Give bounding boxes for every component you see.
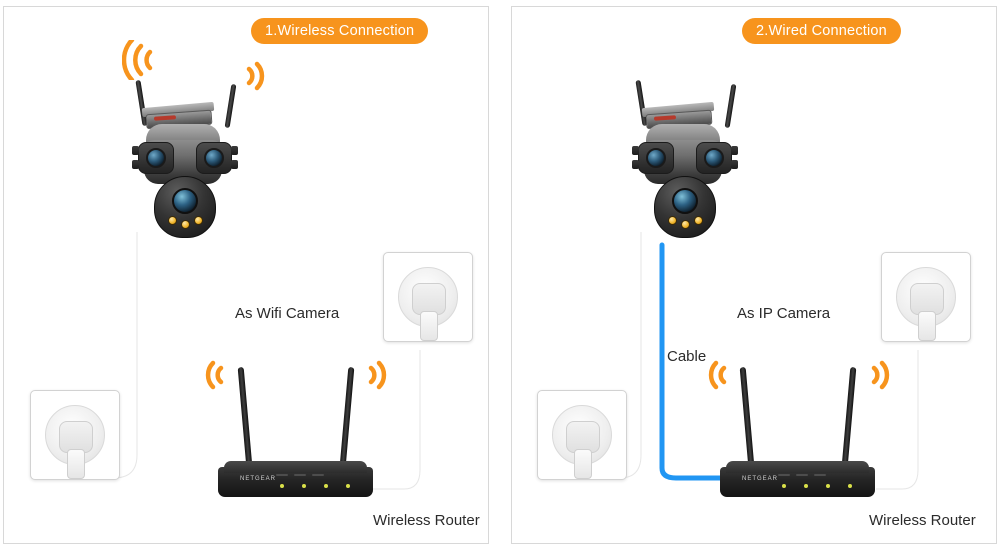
socket-plug-neck bbox=[67, 449, 85, 479]
router-led-1 bbox=[280, 484, 284, 488]
camera-side-led-right-2 bbox=[231, 160, 238, 169]
netgear-wireless-router-p2: NETGEAR bbox=[720, 366, 875, 497]
router-led-3 bbox=[826, 484, 830, 488]
camera-side-led-left-2 bbox=[132, 160, 139, 169]
label-as-wifi-camera: As Wifi Camera bbox=[235, 305, 340, 322]
camera-antenna-right bbox=[724, 83, 737, 129]
camera-lens-left bbox=[646, 148, 666, 168]
camera-antenna-right bbox=[224, 83, 237, 129]
socket-plug bbox=[59, 421, 93, 453]
router-vent-2 bbox=[796, 474, 808, 476]
netgear-wireless-router-p1: NETGEAR bbox=[218, 366, 373, 497]
socket-plug-neck bbox=[918, 311, 936, 341]
router-vent-1 bbox=[778, 474, 790, 476]
camera-ir-led-1 bbox=[168, 216, 177, 225]
camera-side-led-right-2 bbox=[731, 160, 738, 169]
router-brand-label: NETGEAR bbox=[240, 476, 277, 482]
camera-side-led-right bbox=[731, 146, 738, 155]
socket-plug-neck bbox=[420, 311, 438, 341]
badge-wireless-connection: 1.Wireless Connection bbox=[251, 18, 429, 44]
camera-lens-right bbox=[704, 148, 724, 168]
router-top-panel bbox=[224, 461, 367, 473]
label-wireless-router-p1: Wireless Router bbox=[373, 512, 480, 529]
router-vent-1 bbox=[276, 474, 288, 476]
camera-ir-led-1 bbox=[668, 216, 677, 225]
wall-socket-right-p1 bbox=[383, 252, 473, 342]
router-vent-3 bbox=[814, 474, 826, 476]
camera-ptz-lens bbox=[172, 188, 198, 214]
wifi-signal-router-right-p2 bbox=[871, 360, 890, 390]
camera-side-led-right bbox=[231, 146, 238, 155]
router-led-1 bbox=[782, 484, 786, 488]
wifi-signal-router-left-p2 bbox=[708, 360, 727, 390]
camera-side-led-left bbox=[132, 146, 139, 155]
label-cable: Cable bbox=[667, 348, 707, 365]
router-vent-3 bbox=[312, 474, 324, 476]
socket-plug bbox=[566, 421, 600, 453]
badge-wired-connection: 2.Wired Connection bbox=[742, 18, 901, 44]
socket-plug bbox=[910, 283, 944, 315]
wall-socket-left-p1 bbox=[30, 390, 120, 480]
camera-lens-right bbox=[204, 148, 224, 168]
router-led-2 bbox=[804, 484, 808, 488]
camera-side-led-left bbox=[632, 146, 639, 155]
router-vent-2 bbox=[294, 474, 306, 476]
camera-ir-led-2 bbox=[181, 220, 190, 229]
ptz-security-camera-p1 bbox=[120, 79, 250, 265]
wifi-signal-router-left-p1 bbox=[205, 360, 224, 390]
router-led-2 bbox=[302, 484, 306, 488]
wall-socket-left-p2 bbox=[537, 390, 627, 480]
camera-ir-led-3 bbox=[694, 216, 703, 225]
camera-ir-led-2 bbox=[681, 220, 690, 229]
wifi-signal-camera-right bbox=[246, 61, 265, 91]
router-led-3 bbox=[324, 484, 328, 488]
label-wireless-router-p2: Wireless Router bbox=[869, 512, 976, 529]
router-led-4 bbox=[848, 484, 852, 488]
ptz-security-camera-p2 bbox=[620, 79, 750, 265]
router-led-4 bbox=[346, 484, 350, 488]
wifi-signal-router-right-p1 bbox=[368, 360, 387, 390]
socket-plug bbox=[412, 283, 446, 315]
camera-lens-left bbox=[146, 148, 166, 168]
label-as-ip-camera: As IP Camera bbox=[737, 305, 831, 322]
socket-plug-neck bbox=[574, 449, 592, 479]
wall-socket-right-p2 bbox=[881, 252, 971, 342]
camera-side-led-left-2 bbox=[632, 160, 639, 169]
wifi-signal-camera-left bbox=[122, 40, 153, 80]
camera-ir-led-3 bbox=[194, 216, 203, 225]
router-top-panel bbox=[726, 461, 869, 473]
camera-ptz-lens bbox=[672, 188, 698, 214]
router-brand-label: NETGEAR bbox=[742, 476, 779, 482]
